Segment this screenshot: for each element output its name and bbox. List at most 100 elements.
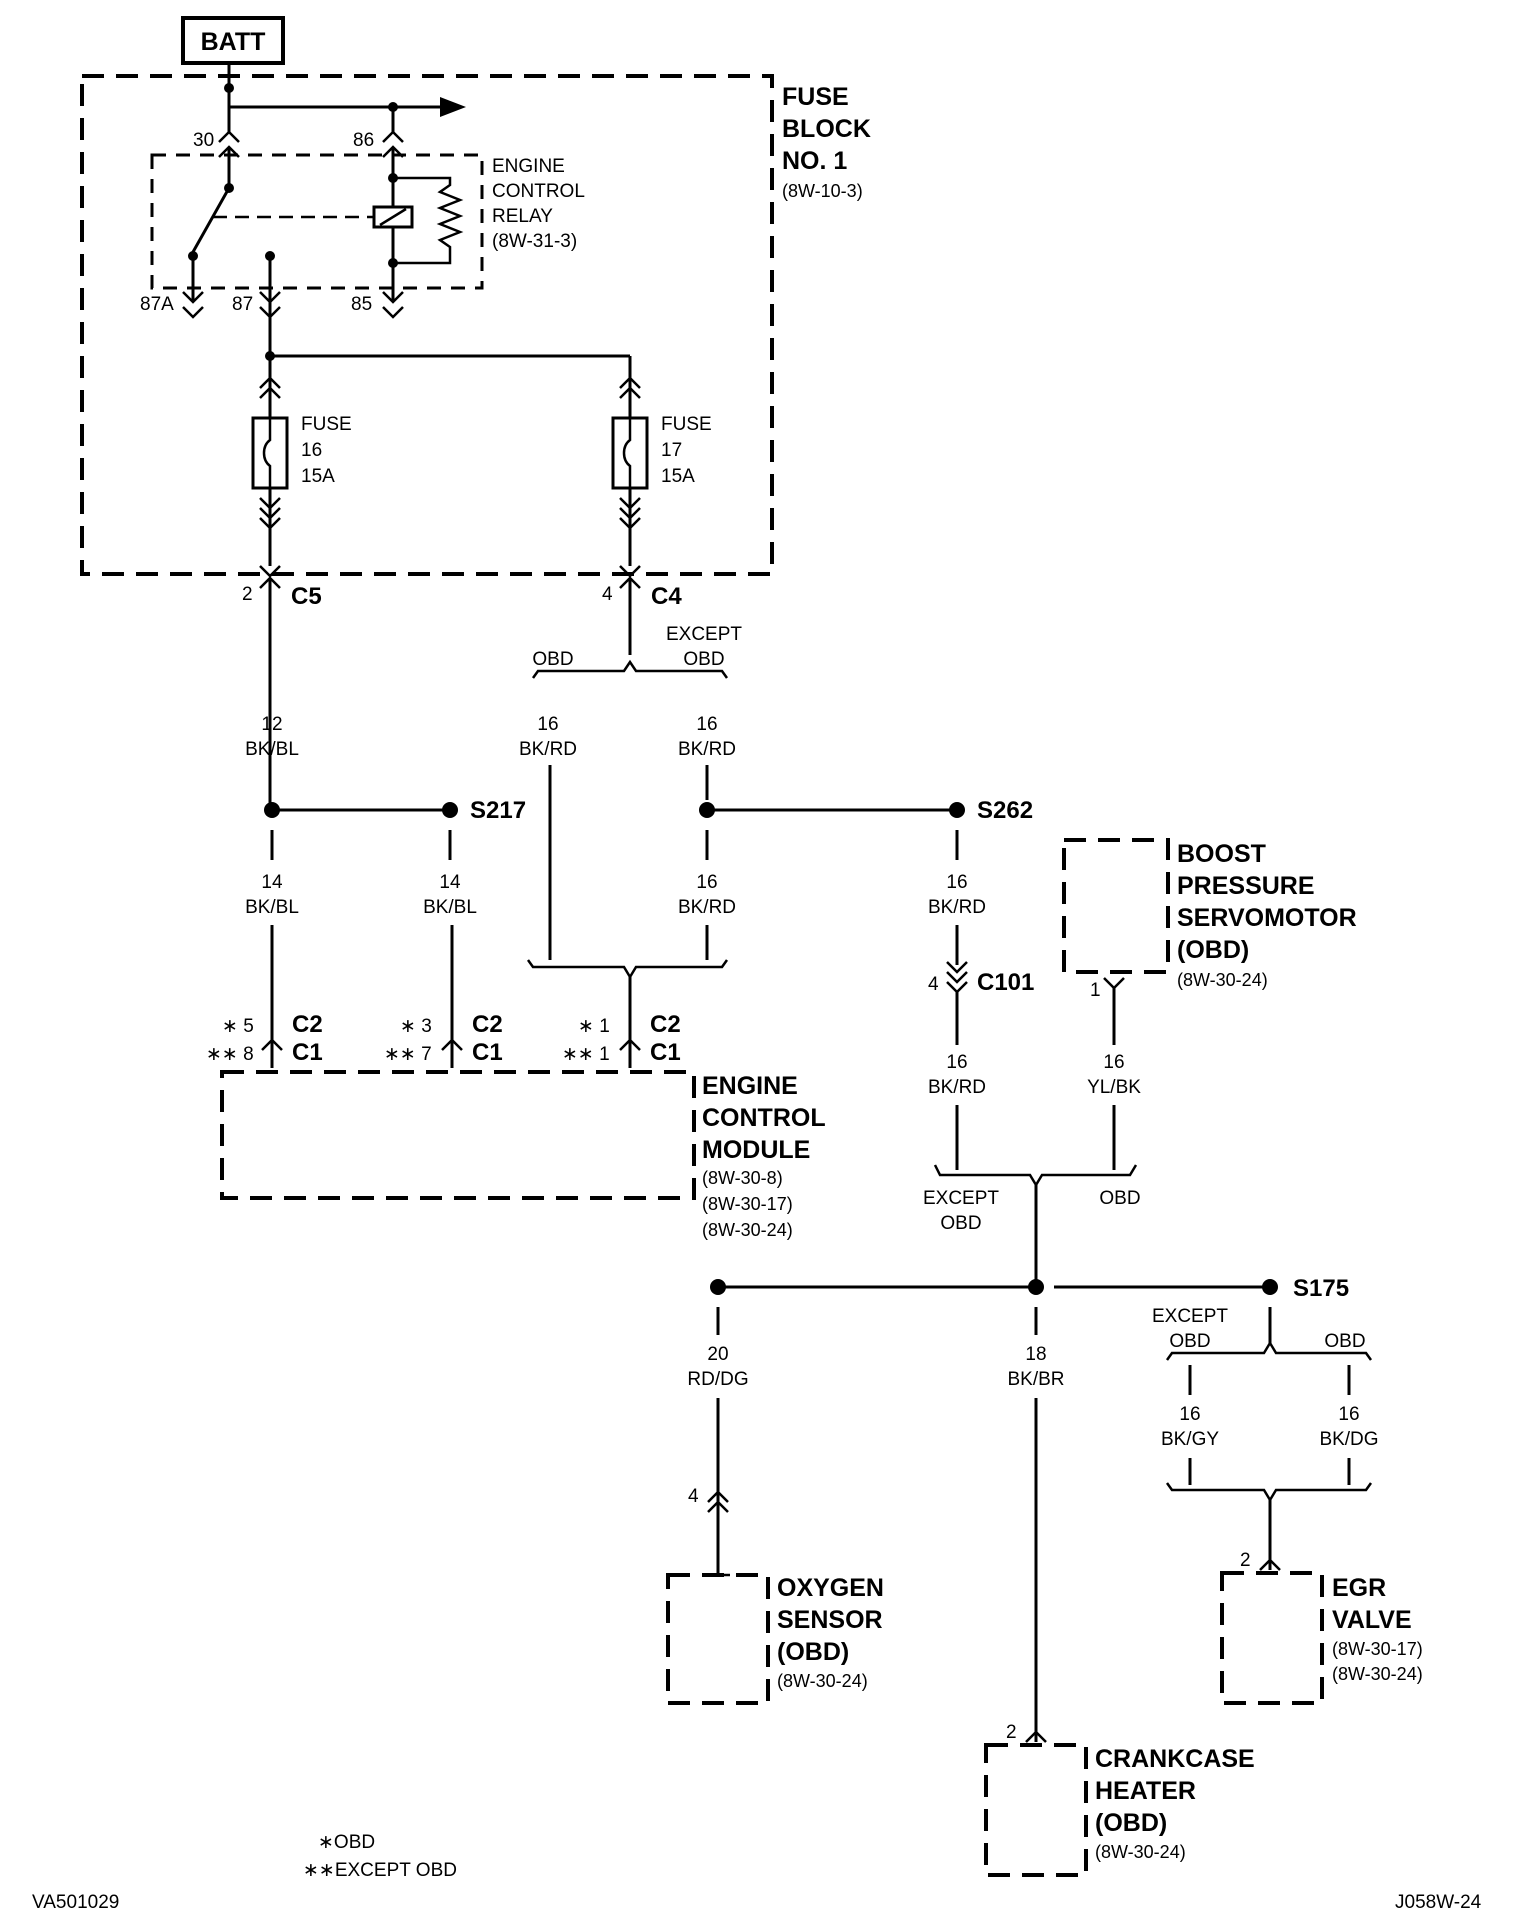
svg-text:(8W-30-17): (8W-30-17) [702, 1194, 793, 1214]
svg-text:(8W-30-24): (8W-30-24) [1177, 970, 1268, 990]
svg-text:∗∗ 1: ∗∗ 1 [562, 1044, 610, 1065]
feed-arrow-icon [440, 97, 466, 117]
svg-text:16: 16 [696, 872, 717, 893]
svg-text:BK/RD: BK/RD [928, 1077, 986, 1098]
svg-text:BK/BL: BK/BL [245, 739, 299, 760]
oxygen-sensor-title: OXYGEN SENSOR (OBD) (8W-30-24) [777, 1574, 884, 1691]
svg-text:MODULE: MODULE [702, 1136, 810, 1164]
svg-text:BK/BR: BK/BR [1007, 1369, 1064, 1390]
svg-text:(8W-30-24): (8W-30-24) [1332, 1664, 1423, 1684]
svg-text:EXCEPT: EXCEPT [1152, 1306, 1228, 1327]
svg-text:14: 14 [261, 872, 283, 893]
svg-text:1: 1 [1090, 980, 1101, 1001]
svg-text:S262: S262 [977, 797, 1033, 824]
svg-text:FUSE: FUSE [301, 414, 352, 435]
svg-text:∗OBD: ∗OBD [318, 1832, 375, 1853]
svg-text:BLOCK: BLOCK [782, 115, 871, 143]
fuse-block-boundary [80, 74, 774, 576]
svg-text:BOOST: BOOST [1177, 840, 1266, 868]
svg-text:2: 2 [1240, 1550, 1251, 1571]
svg-text:14: 14 [439, 872, 461, 893]
svg-text:SERVOMOTOR: SERVOMOTOR [1177, 904, 1357, 932]
svg-text:C1: C1 [650, 1039, 681, 1066]
svg-text:BK/BL: BK/BL [245, 897, 299, 918]
svg-text:EXCEPT: EXCEPT [666, 624, 742, 645]
svg-text:2: 2 [242, 584, 253, 605]
svg-text:4: 4 [602, 584, 613, 605]
svg-text:4: 4 [688, 1486, 699, 1507]
svg-text:OXYGEN: OXYGEN [777, 1574, 884, 1602]
svg-text:C101: C101 [977, 969, 1034, 996]
ecm-title: ENGINE CONTROL MODULE (8W-30-8) (8W-30-1… [702, 1072, 826, 1240]
svg-text:2: 2 [1006, 1722, 1017, 1743]
svg-text:C2: C2 [472, 1011, 503, 1038]
svg-text:(8W-30-24): (8W-30-24) [1095, 1842, 1186, 1862]
svg-text:16: 16 [946, 872, 967, 893]
svg-text:∗ 1: ∗ 1 [578, 1016, 610, 1037]
ecm-box [220, 1070, 696, 1200]
svg-text:OBD: OBD [1169, 1331, 1210, 1352]
svg-text:(8W-30-24): (8W-30-24) [777, 1671, 868, 1691]
svg-text:87: 87 [232, 294, 253, 315]
svg-text:12: 12 [261, 714, 282, 735]
svg-text:CONTROL: CONTROL [492, 181, 585, 202]
svg-text:CONTROL: CONTROL [702, 1104, 826, 1132]
battery-label: BATT [201, 28, 266, 56]
svg-text:16: 16 [946, 1052, 967, 1073]
svg-text:∗ 3: ∗ 3 [400, 1016, 432, 1037]
legend: ∗OBD ∗∗EXCEPT OBD [303, 1832, 457, 1881]
svg-text:16: 16 [696, 714, 717, 735]
relay-title: ENGINE CONTROL RELAY (8W-31-3) [492, 156, 585, 252]
svg-text:BK/DG: BK/DG [1319, 1429, 1378, 1450]
svg-text:15A: 15A [301, 466, 335, 487]
svg-text:BK/RD: BK/RD [928, 897, 986, 918]
boost-servomotor-title: BOOST PRESSURE SERVOMOTOR (OBD) (8W-30-2… [1177, 840, 1357, 990]
svg-text:YL/BK: YL/BK [1087, 1077, 1141, 1098]
svg-text:BK/RD: BK/RD [678, 739, 736, 760]
battery-box [181, 16, 285, 65]
svg-text:C1: C1 [292, 1039, 323, 1066]
svg-text:OBD: OBD [1324, 1331, 1365, 1352]
fuse-block-title: FUSE BLOCK NO. 1 (8W-10-3) [782, 83, 871, 201]
svg-text:30: 30 [193, 130, 214, 151]
svg-text:(OBD): (OBD) [1095, 1809, 1167, 1837]
svg-text:16: 16 [1179, 1404, 1200, 1425]
svg-text:OBD: OBD [683, 649, 724, 670]
svg-text:C1: C1 [472, 1039, 503, 1066]
drawing-id-left: VA501029 [32, 1892, 119, 1913]
svg-text:(8W-30-17): (8W-30-17) [1332, 1639, 1423, 1659]
svg-text:4: 4 [928, 974, 939, 995]
svg-text:ENGINE: ENGINE [702, 1072, 798, 1100]
svg-text:∗ 5: ∗ 5 [222, 1016, 254, 1037]
crankcase-heater-title: CRANKCASE HEATER (OBD) (8W-30-24) [1095, 1745, 1255, 1862]
svg-text:EGR: EGR [1332, 1574, 1386, 1602]
svg-text:∗∗EXCEPT OBD: ∗∗EXCEPT OBD [303, 1860, 457, 1881]
svg-text:FUSE: FUSE [661, 414, 712, 435]
svg-text:(8W-31-3): (8W-31-3) [492, 231, 577, 252]
svg-text:BK/RD: BK/RD [678, 897, 736, 918]
svg-text:16: 16 [1338, 1404, 1359, 1425]
svg-text:15A: 15A [661, 466, 695, 487]
svg-text:S175: S175 [1293, 1275, 1349, 1302]
svg-text:16: 16 [1103, 1052, 1124, 1073]
svg-text:S217: S217 [470, 797, 526, 824]
ecm-pin-labels: ∗ 5 C2 ∗∗ 8 C1 ∗ 3 C2 ∗∗ 7 C1 ∗ 1 C2 ∗∗ … [206, 1011, 681, 1066]
svg-text:VALVE: VALVE [1332, 1606, 1412, 1634]
svg-text:PRESSURE: PRESSURE [1177, 872, 1315, 900]
svg-text:NO. 1: NO. 1 [782, 147, 847, 175]
svg-text:ENGINE: ENGINE [492, 156, 565, 177]
svg-text:OBD: OBD [940, 1213, 981, 1234]
crankcase-heater-box [984, 1743, 1088, 1877]
svg-text:RD/DG: RD/DG [687, 1369, 748, 1390]
svg-text:16: 16 [301, 440, 322, 461]
svg-text:BK/RD: BK/RD [519, 739, 577, 760]
svg-text:87A: 87A [140, 294, 174, 315]
splice-s262 [949, 802, 965, 818]
svg-text:EXCEPT: EXCEPT [923, 1188, 999, 1209]
fuse-17: FUSE 17 15A [611, 376, 712, 566]
svg-text:C4: C4 [651, 583, 682, 610]
svg-text:C2: C2 [292, 1011, 323, 1038]
splice-s175 [1262, 1279, 1278, 1295]
svg-text:(8W-30-24): (8W-30-24) [702, 1220, 793, 1240]
